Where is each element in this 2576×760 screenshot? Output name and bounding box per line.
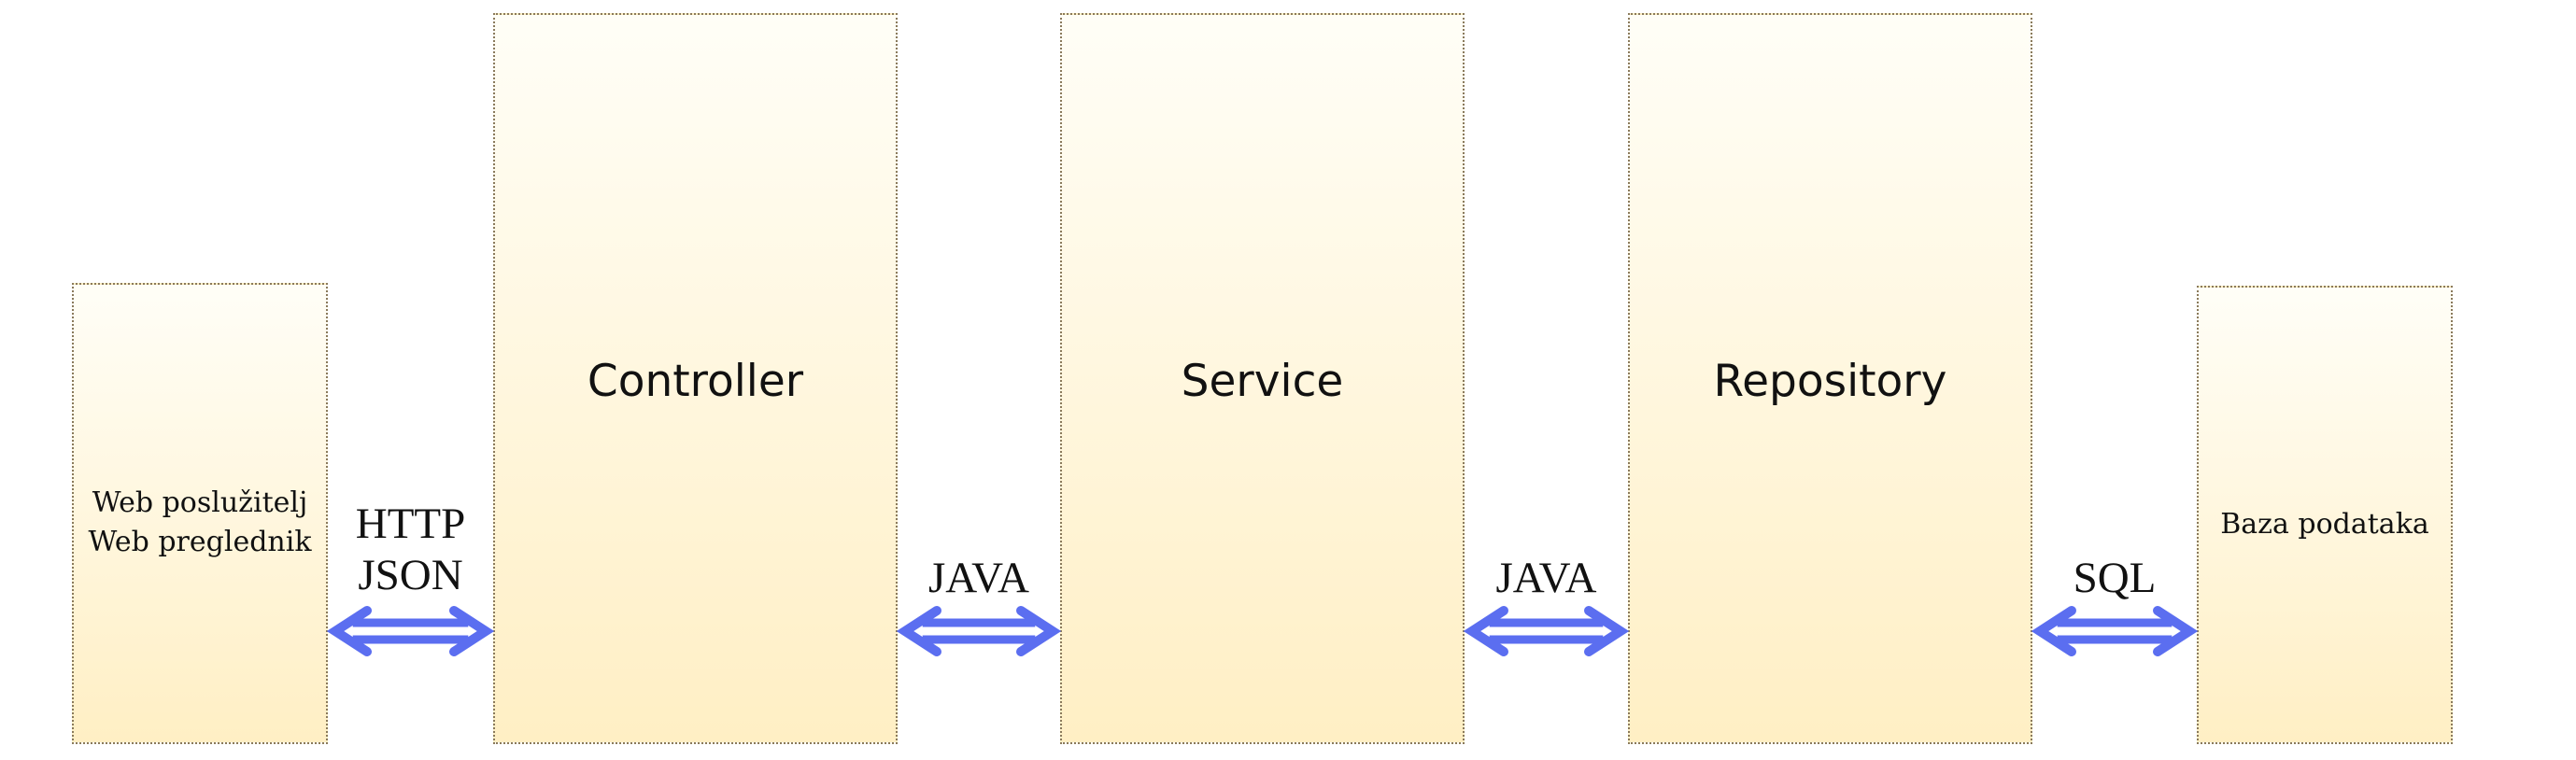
double-arrow-java-1 — [896, 606, 1062, 656]
web-client-box: Web poslužitelj Web preglednik — [72, 283, 328, 744]
arrow-head-left — [2031, 606, 2076, 656]
double-arrow-java-2 — [1463, 606, 1630, 656]
sql-label: SQL — [2073, 554, 2157, 602]
service-label: Service — [1181, 356, 1344, 407]
database-label: Baza podataka — [2220, 507, 2429, 541]
database-box: Baza podataka — [2197, 286, 2453, 744]
repository-label: Repository — [1713, 356, 1947, 407]
service-box: Service — [1060, 13, 1465, 744]
arrow-head-left — [1463, 606, 1508, 656]
controller-box: Controller — [493, 13, 898, 744]
double-arrow-sql — [2031, 606, 2199, 656]
web-client-label: Web poslužitelj Web preglednik — [88, 486, 312, 558]
controller-label: Controller — [587, 356, 804, 407]
arrow-head-left — [896, 606, 941, 656]
double-arrow-http — [326, 606, 495, 656]
java-label-controller-service: JAVA — [928, 554, 1029, 602]
java-label-service-repository: JAVA — [1495, 554, 1597, 602]
arrow-head-right — [449, 606, 495, 656]
arrow-head-left — [326, 606, 372, 656]
arrow-head-right — [1584, 606, 1630, 656]
http-json-label: HTTP JSON — [355, 500, 466, 600]
arrow-head-right — [1016, 606, 1062, 656]
arrow-head-right — [2153, 606, 2199, 656]
repository-box: Repository — [1628, 13, 2032, 744]
